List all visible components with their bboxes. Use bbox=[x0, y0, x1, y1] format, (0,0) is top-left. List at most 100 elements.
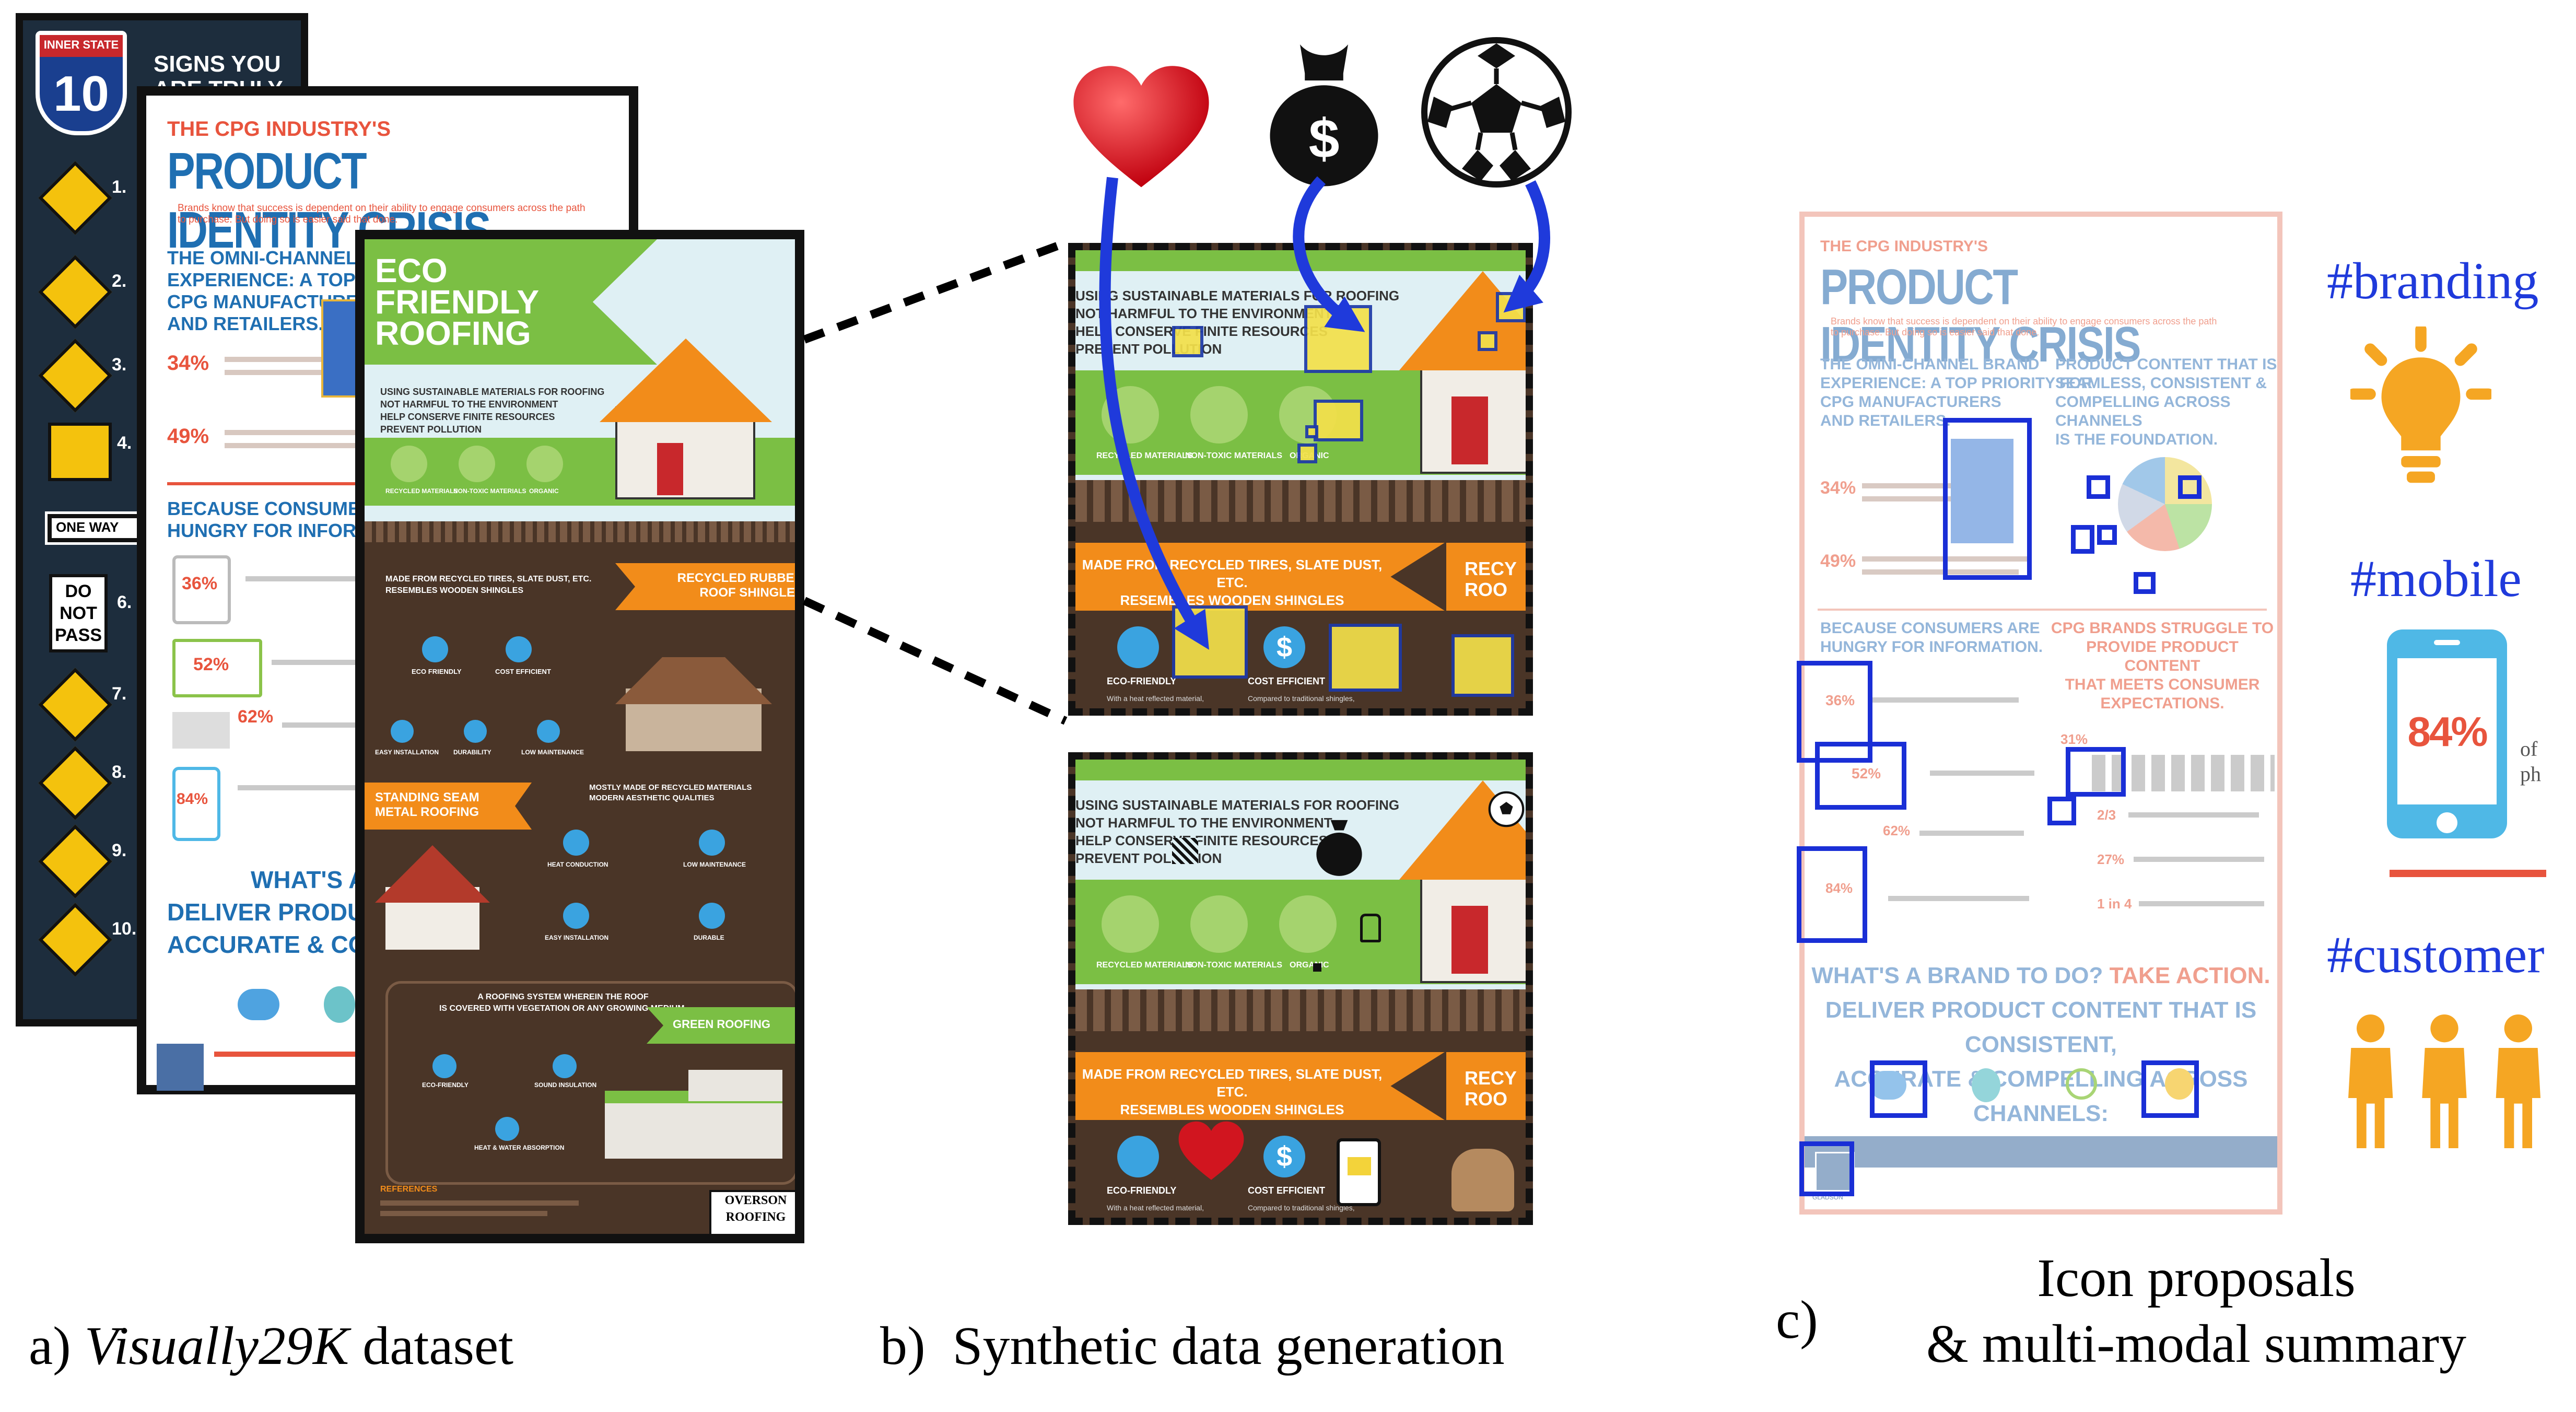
summary-left1: THE OMNI-CHANNEL BRAND EXPERIENCE: A TOP… bbox=[1820, 356, 2093, 429]
tag-branding: #branding bbox=[2327, 252, 2539, 310]
tablet-icon bbox=[172, 555, 231, 624]
recycle-icon bbox=[391, 446, 427, 482]
tools-icon-2 bbox=[563, 903, 589, 929]
metal-text: MOSTLY MADE OF RECYCLED MATERIALS MODERN… bbox=[589, 783, 752, 802]
summary-title: PRODUCT IDENTITY CRISIS bbox=[1820, 259, 2141, 372]
icon-proposal-box bbox=[2141, 1060, 2199, 1118]
crop-top-globe-icon bbox=[1117, 626, 1159, 668]
crop-bottom-dollar-icon: $ bbox=[1263, 1136, 1305, 1177]
summary-subtitle: Brands know that success is dependent on… bbox=[1831, 316, 2217, 337]
icon-proposal-box bbox=[2087, 475, 2110, 499]
synthetic-box bbox=[1451, 634, 1514, 697]
pasted-stamp-icon bbox=[1360, 914, 1381, 942]
banner-rubber-text: RECYCLED RUBBER ROOF SHINGLES bbox=[677, 571, 803, 600]
phone-icon-small bbox=[172, 767, 220, 841]
hammer-icon-2 bbox=[699, 903, 725, 929]
icon-proposal-box bbox=[2071, 525, 2094, 554]
bed-sign-icon bbox=[48, 423, 112, 481]
svg-text:$: $ bbox=[1309, 108, 1340, 169]
banner-rubber-shingles bbox=[615, 563, 795, 610]
crop-top-dollar-icon: $ bbox=[1263, 626, 1305, 668]
laptop-icon bbox=[172, 639, 262, 697]
banner-metal-text: STANDING SEAM METAL ROOFING bbox=[375, 790, 479, 819]
sun-icon bbox=[563, 830, 589, 856]
leaf-icon bbox=[526, 446, 563, 482]
shield-label: INNER STATE bbox=[43, 38, 119, 51]
icon-proposal-box bbox=[1815, 742, 1906, 810]
handshake-icon bbox=[238, 989, 279, 1020]
overson-roofing-logo: OVERSON ROOFING bbox=[709, 1190, 795, 1234]
sound-icon bbox=[553, 1054, 577, 1078]
summary-left2: BECAUSE CONSUMERS ARE HUNGRY FOR INFORMA… bbox=[1820, 620, 2043, 656]
heart-icon bbox=[1073, 66, 1209, 188]
pasted-qr-icon bbox=[1172, 838, 1198, 864]
newspaper-icon bbox=[172, 712, 230, 749]
gladson-logo-small bbox=[157, 1044, 204, 1091]
phone-stat: 84% bbox=[2407, 708, 2488, 755]
phone-divider bbox=[2390, 870, 2546, 877]
icon-proposal-box bbox=[2097, 525, 2117, 545]
roof-made-from: MADE FROM RECYCLED TIRES, SLATE DUST, ET… bbox=[385, 575, 592, 595]
crop-bottom-recycle-icon bbox=[1102, 895, 1159, 953]
synthetic-crop-top: USING SUSTAINABLE MATERIALS FOR ROOFING … bbox=[1068, 243, 1533, 716]
pasted-dog-photo bbox=[1451, 1149, 1514, 1211]
synthetic-box bbox=[1297, 444, 1317, 463]
tools-icon-1 bbox=[391, 720, 414, 743]
eco-icon-3 bbox=[432, 1054, 456, 1078]
phone-side-text: of ph bbox=[2520, 737, 2541, 786]
gear-icon-2 bbox=[699, 830, 725, 856]
caption-b: b) Synthetic data generation bbox=[880, 1316, 1505, 1376]
tag-customer: #customer bbox=[2327, 926, 2545, 984]
synthetic-box bbox=[1329, 624, 1402, 692]
summary-kicker: THE CPG INDUSTRY'S bbox=[1820, 238, 1988, 255]
summary-stopwatch-icon bbox=[2066, 1068, 2097, 1100]
summary-handshake-icon bbox=[1870, 1071, 1906, 1100]
icon-proposal-box bbox=[1870, 1060, 1927, 1118]
icon-proposal-box bbox=[1799, 1141, 1854, 1196]
red-house-illustration bbox=[375, 845, 490, 950]
icon-proposal-box bbox=[2134, 572, 2156, 594]
crop-bottom-leaf-icon bbox=[1279, 895, 1337, 953]
summary-right1: PRODUCT CONTENT THAT IS SEAMLESS, CONSIS… bbox=[2055, 356, 2277, 448]
summary-pie-chart-icon bbox=[2118, 457, 2212, 551]
house-illustration bbox=[600, 328, 788, 499]
synthetic-box bbox=[1478, 331, 1497, 351]
banner-metal-roofing bbox=[365, 783, 532, 830]
icon-proposal-box bbox=[1797, 661, 1872, 763]
mobile-phone-icon: 84% bbox=[2387, 629, 2507, 838]
green-text: A ROOFING SYSTEM WHEREIN THE ROOF IS COV… bbox=[439, 993, 687, 1013]
green-building-illustration bbox=[605, 1070, 782, 1159]
crop-bottom-house bbox=[1399, 780, 1526, 983]
lightbulb-icon bbox=[2350, 326, 2491, 483]
nontoxic-icon bbox=[459, 446, 495, 482]
roof-intro: USING SUSTAINABLE MATERIALS FOR ROOFING … bbox=[380, 387, 605, 435]
dollar-icon bbox=[506, 636, 532, 662]
gear-icon-1 bbox=[537, 720, 560, 743]
pasted-small-square-icon bbox=[1313, 963, 1321, 972]
icon-proposal-box bbox=[1797, 846, 1867, 943]
summary-infographic: THE CPG INDUSTRY'S PRODUCT IDENTITY CRIS… bbox=[1799, 212, 2282, 1215]
interstate-shield: INNER STATE 10 bbox=[36, 31, 127, 135]
hammer-icon-1 bbox=[464, 720, 487, 743]
shingle-house-illustration bbox=[615, 657, 772, 751]
globe-icon bbox=[422, 636, 448, 662]
synthetic-box bbox=[1314, 400, 1363, 441]
crop-bottom-globe-icon bbox=[1117, 1136, 1159, 1177]
roof-title: ECO FRIENDLY ROOFING bbox=[375, 252, 540, 352]
crop-bottom-banner bbox=[1075, 1052, 1445, 1120]
do-not-pass-sign: DO NOT PASS bbox=[49, 574, 108, 652]
caption-a: a) Visually29K dataset bbox=[29, 1316, 514, 1376]
crop-bottom-intro: USING SUSTAINABLE MATERIALS FOR ROOFING … bbox=[1075, 797, 1400, 866]
pasted-money-bag-icon bbox=[1316, 820, 1362, 876]
crop-top-banner bbox=[1075, 543, 1445, 611]
pasted-soccer-ball-icon bbox=[1488, 791, 1525, 827]
crop-bottom-banner-text: MADE FROM RECYCLED TIRES, SLATE DUST, ET… bbox=[1082, 1066, 1383, 1117]
one-way-sign: ONE WAY bbox=[45, 511, 149, 545]
summary-cereal-box bbox=[1951, 439, 2013, 543]
caption-c: Icon proposals & multi-modal summary bbox=[1926, 1248, 2467, 1374]
icon-proposal-box bbox=[1943, 418, 2032, 580]
synthetic-box bbox=[1305, 425, 1318, 438]
banner-green-roofing bbox=[647, 1007, 795, 1044]
badge-icon bbox=[324, 986, 355, 1023]
icon-proposal-box bbox=[2047, 797, 2076, 825]
